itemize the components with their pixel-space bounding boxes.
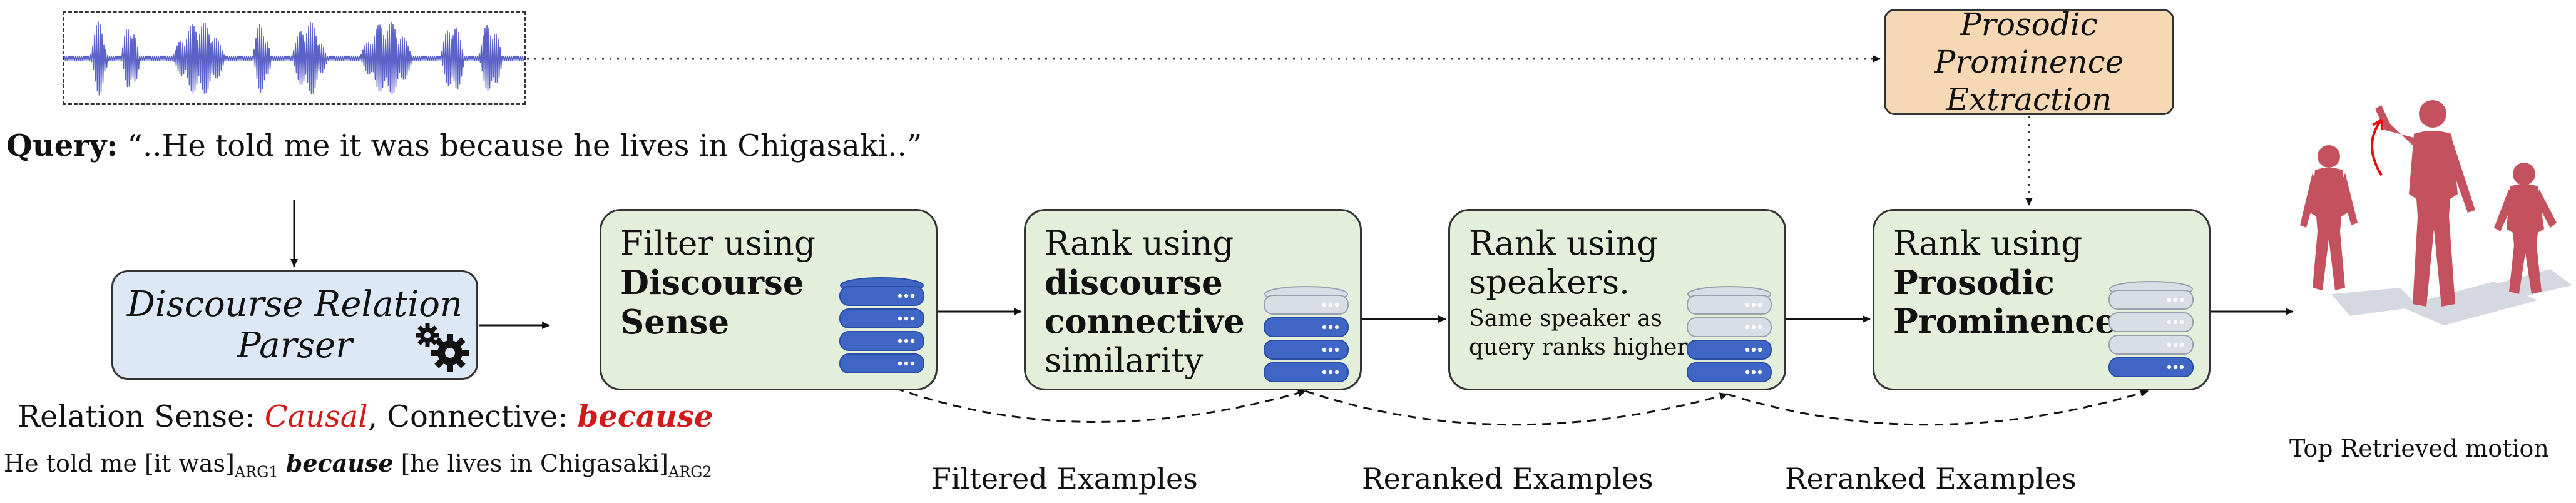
stage4-bold: Prosodic Prominence	[1893, 263, 2117, 341]
arg2-text: [he lives in Chigasaki]	[393, 450, 668, 477]
database-disk	[2108, 312, 2194, 332]
motion-arrow	[2371, 119, 2383, 176]
arg1-subscript: ARG1	[234, 463, 279, 481]
argument-annotation: He told me [it was]ARG1 because [he live…	[4, 449, 712, 481]
database-disk	[1264, 340, 1349, 360]
database-icon-2	[1264, 286, 1349, 382]
audio-waveform	[63, 11, 526, 105]
reranked-examples-label-2: Reranked Examples	[1785, 462, 2077, 495]
prosodic-line2: Extraction	[1946, 81, 2112, 118]
database-disk	[1264, 295, 1349, 315]
prosodic-prominence-extraction: Prosodic Prominence Extraction	[1884, 6, 2174, 118]
database-icon-1	[839, 277, 924, 373]
database-disk	[1687, 340, 1772, 360]
filtered-examples-curve	[881, 382, 1306, 423]
database-disk	[2108, 290, 2194, 310]
figure-center	[2375, 100, 2475, 307]
database-disk	[2108, 357, 2194, 377]
arg1-text: He told me [it was]	[4, 450, 235, 477]
database-disk	[839, 353, 924, 373]
parser-line1: Discourse Relation	[127, 283, 463, 325]
stage2-post: similarity	[1045, 342, 1204, 380]
retrieved-motion-figures	[2300, 100, 2572, 325]
figure-right	[2494, 163, 2557, 294]
stage3-small: Same speaker as query ranks higher	[1469, 306, 1688, 360]
stage-rank-connective: Rank using discourse connective similari…	[1024, 209, 1362, 390]
stage1-pre: Filter using	[620, 225, 815, 263]
database-icon-3	[1687, 286, 1772, 382]
query-text: Query: “..He told me it was because he l…	[6, 128, 922, 163]
reranked-examples-curve-2	[1727, 389, 2149, 426]
stage2-pre: Rank using	[1045, 225, 1234, 263]
discourse-relation-parser: Discourse Relation Parser	[111, 270, 478, 380]
connective-value: because	[577, 399, 713, 434]
arg-connective: because	[285, 449, 394, 477]
query-utterance: “..He told me it was because he lives in…	[127, 128, 923, 163]
database-disk	[1687, 295, 1772, 315]
database-disk	[839, 331, 924, 351]
gears-icon	[416, 323, 469, 372]
relation-sense-label: Relation Sense:	[18, 399, 265, 434]
query-label: Query:	[6, 128, 118, 163]
relation-sense-connective: Relation Sense: Causal, Connective: beca…	[18, 399, 713, 434]
arg2-subscript: ARG2	[668, 463, 712, 481]
database-disk	[839, 308, 924, 328]
database-disk	[1264, 317, 1349, 337]
filtered-examples-label: Filtered Examples	[931, 462, 1198, 495]
stage2-bold: discourse connective	[1045, 263, 1245, 341]
database-icon-4	[2108, 281, 2194, 377]
stage3-pre: Rank using speakers.	[1469, 225, 1659, 302]
waveform-signal	[64, 21, 524, 96]
connective-label: , Connective:	[367, 399, 578, 434]
stage1-bold: Discourse Sense	[620, 263, 804, 342]
output-caption: Top Retrieved motion	[2289, 435, 2549, 462]
database-disk	[2108, 335, 2194, 355]
prosodic-line1: Prosodic Prominence	[1934, 6, 2124, 80]
motion-arrowhead	[2372, 119, 2384, 131]
reranked-examples-label-1: Reranked Examples	[1362, 462, 1653, 495]
reranked-examples-curve-1	[1305, 390, 1728, 426]
figure-left	[2300, 145, 2358, 290]
waveform-icon	[64, 21, 524, 96]
database-disk	[1687, 317, 1772, 337]
parser-line2: Parser	[237, 325, 352, 366]
database-disk	[1687, 362, 1772, 382]
relation-sense-value: Causal	[264, 399, 368, 434]
figure-shadows	[2331, 269, 2572, 325]
stage4-pre: Rank using	[1893, 225, 2083, 263]
database-disk	[1264, 362, 1349, 382]
database-disk	[839, 286, 924, 306]
